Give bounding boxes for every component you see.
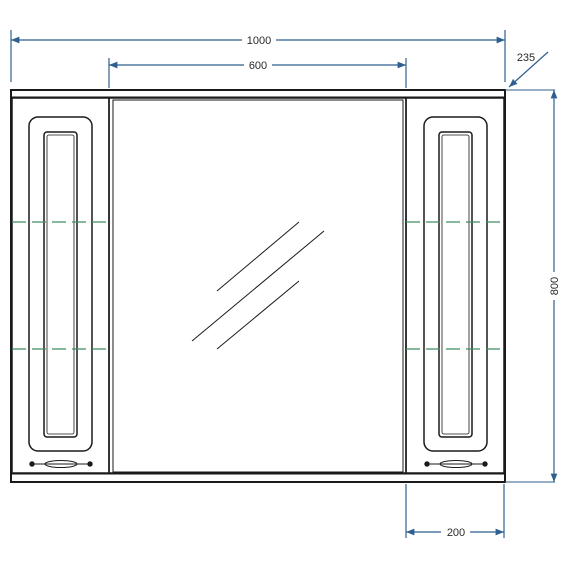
right-door-inner-panel-line <box>441 134 470 435</box>
mirror-glass <box>112 99 404 473</box>
left-door-handle <box>29 460 93 468</box>
left-door-inner-panel-line <box>46 134 75 435</box>
mirror-reflection-line-3 <box>216 280 300 350</box>
right-door-frame <box>405 97 505 474</box>
depth-label: 235 <box>517 52 535 64</box>
mirror-width-label: 600 <box>249 60 267 72</box>
height-label: 800 <box>549 277 561 295</box>
right-door-outer-panel <box>423 116 488 452</box>
cabinet-outline <box>10 89 506 483</box>
mirror <box>108 97 407 474</box>
cabinet-body <box>10 89 506 483</box>
shelf-lines <box>12 221 504 350</box>
right-door-inner-panel <box>438 131 473 438</box>
overall-width-label: 1000 <box>247 35 271 47</box>
dim-depth-line <box>508 51 549 88</box>
left-door-frame <box>11 97 110 474</box>
left-door-inner-panel <box>43 131 78 438</box>
dimension-lines <box>10 30 558 538</box>
mirror-reflection-line-2 <box>191 230 325 342</box>
side-width-label: 200 <box>447 527 465 539</box>
mirror-reflection-line-1 <box>216 221 300 292</box>
right-door <box>405 97 505 474</box>
left-door-outer-panel <box>28 116 93 452</box>
mirror-outer-frame <box>108 97 407 474</box>
depth-edges <box>505 89 555 483</box>
right-door-handle <box>424 460 488 468</box>
left-door <box>11 97 110 474</box>
